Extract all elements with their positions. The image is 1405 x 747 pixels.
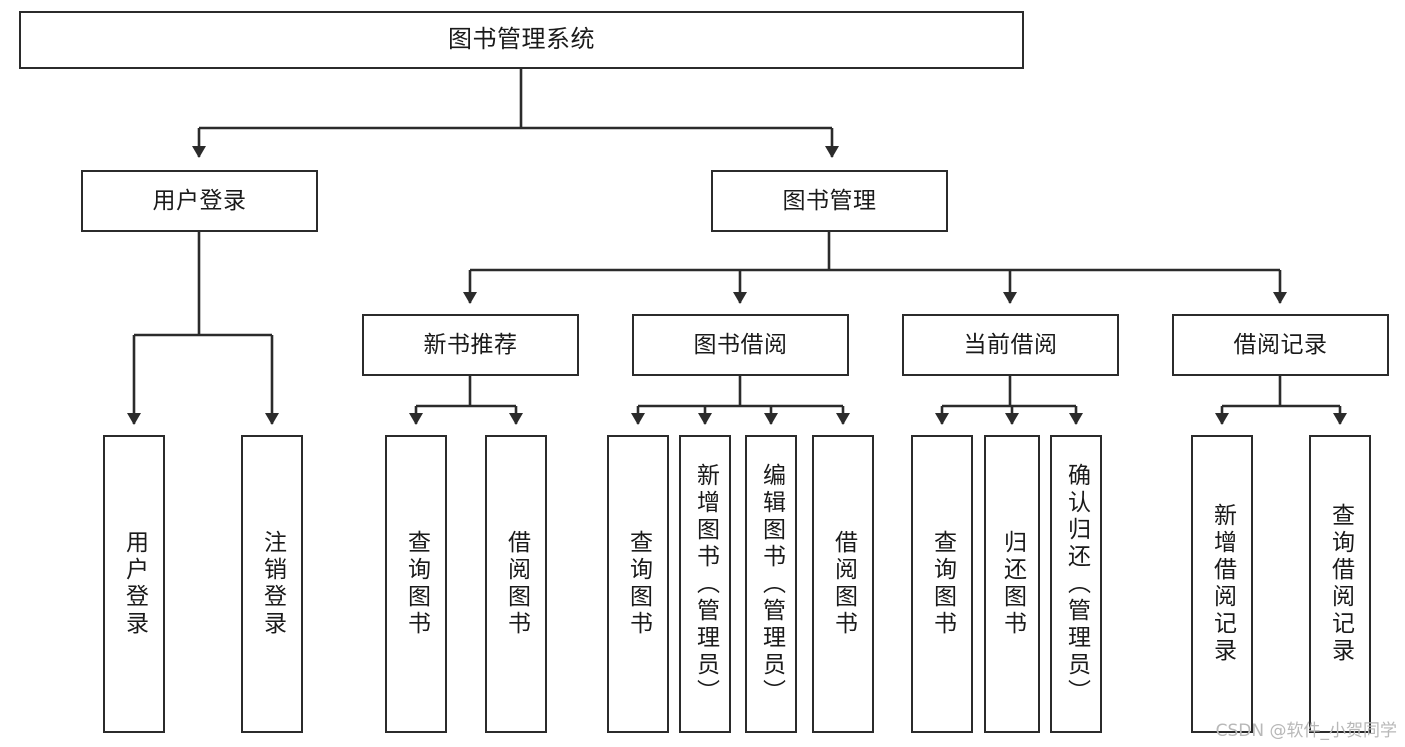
node-leaf-query-book-2-label: 查询图书	[625, 530, 652, 638]
node-user-login-label: 用户登录	[152, 187, 247, 214]
node-leaf-add-book-label: 新增图书（管理员）	[692, 462, 719, 706]
node-book-borrow[interactable]: 图书借阅	[632, 314, 849, 376]
node-leaf-add-record-label: 新增借阅记录	[1209, 503, 1236, 665]
node-leaf-edit-book-label: 编辑图书（管理员）	[758, 462, 785, 706]
node-leaf-query-record[interactable]: 查询借阅记录	[1309, 435, 1371, 733]
node-leaf-logout[interactable]: 注销登录	[241, 435, 303, 733]
watermark: CSDN @软件_小贺同学	[1215, 721, 1397, 741]
node-current-borrow[interactable]: 当前借阅	[902, 314, 1119, 376]
node-leaf-query-book-1-label: 查询图书	[403, 530, 430, 638]
node-leaf-borrow-book-2[interactable]: 借阅图书	[812, 435, 874, 733]
node-leaf-add-book[interactable]: 新增图书（管理员）	[679, 435, 731, 733]
node-leaf-logout-label: 注销登录	[259, 530, 286, 638]
node-leaf-user-login[interactable]: 用户登录	[103, 435, 165, 733]
node-leaf-borrow-book-1[interactable]: 借阅图书	[485, 435, 547, 733]
node-root-label: 图书管理系统	[448, 25, 595, 54]
node-borrow-record-label: 借阅记录	[1233, 331, 1328, 358]
node-root[interactable]: 图书管理系统	[19, 11, 1024, 69]
node-leaf-add-record[interactable]: 新增借阅记录	[1191, 435, 1253, 733]
node-current-borrow-label: 当前借阅	[963, 331, 1058, 358]
node-leaf-borrow-book-2-label: 借阅图书	[830, 530, 857, 638]
node-leaf-edit-book[interactable]: 编辑图书（管理员）	[745, 435, 797, 733]
node-leaf-confirm-return-label: 确认归还（管理员）	[1063, 462, 1090, 706]
node-leaf-query-book-2[interactable]: 查询图书	[607, 435, 669, 733]
node-leaf-query-book-1[interactable]: 查询图书	[385, 435, 447, 733]
node-book-management[interactable]: 图书管理	[711, 170, 948, 232]
node-leaf-query-book-3[interactable]: 查询图书	[911, 435, 973, 733]
node-book-management-label: 图书管理	[782, 187, 877, 214]
node-leaf-confirm-return[interactable]: 确认归还（管理员）	[1050, 435, 1102, 733]
node-leaf-query-record-label: 查询借阅记录	[1327, 503, 1354, 665]
node-leaf-return-book-label: 归还图书	[999, 530, 1026, 638]
node-leaf-query-book-3-label: 查询图书	[929, 530, 956, 638]
node-new-book-recommend-label: 新书推荐	[423, 331, 518, 358]
node-leaf-borrow-book-1-label: 借阅图书	[503, 530, 530, 638]
node-leaf-return-book[interactable]: 归还图书	[984, 435, 1040, 733]
node-user-login[interactable]: 用户登录	[81, 170, 318, 232]
node-book-borrow-label: 图书借阅	[693, 331, 788, 358]
node-leaf-user-login-label: 用户登录	[121, 530, 148, 638]
node-new-book-recommend[interactable]: 新书推荐	[362, 314, 579, 376]
node-borrow-record[interactable]: 借阅记录	[1172, 314, 1389, 376]
